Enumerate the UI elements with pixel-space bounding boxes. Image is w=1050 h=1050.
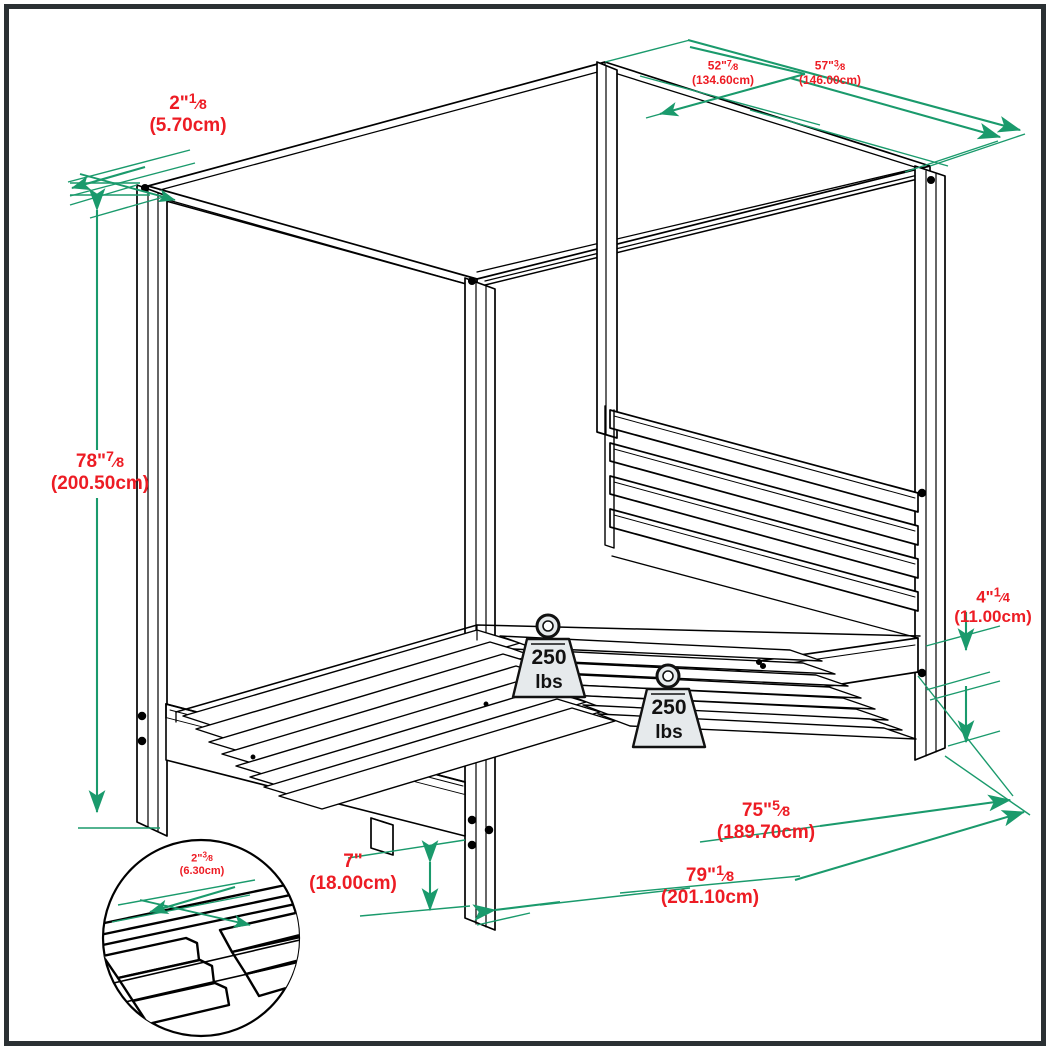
dim-metric: (134.60cm) xyxy=(691,72,755,87)
dim-metric: (6.30cm) xyxy=(179,865,225,878)
weight-left-icon: 250 lbs xyxy=(511,613,587,699)
dimension-label-canopy-depth-inner: 52"7⁄8 (134.60cm) xyxy=(668,58,778,87)
dimension-label-rail-height: 4"1⁄4 (11.00cm) xyxy=(938,586,1048,627)
dim-fraction-numerator: 1 xyxy=(993,586,1001,600)
dimension-label-overall-height: 78"7⁄8 (200.50cm) xyxy=(10,448,190,496)
dim-metric: (5.70cm) xyxy=(149,115,227,137)
dim-imperial: 7" xyxy=(343,851,363,872)
dim-fraction-numerator: 3 xyxy=(833,58,839,68)
dim-metric: (18.00cm) xyxy=(309,873,397,895)
dim-imperial: 57" xyxy=(814,58,834,73)
dim-fraction-numerator: 1 xyxy=(716,862,724,878)
dimension-label-slat-detail-width: 2"3⁄8 (6.30cm) xyxy=(152,851,252,878)
dim-fraction-denominator: 8 xyxy=(726,867,735,884)
dim-metric: (200.50cm) xyxy=(50,473,150,495)
dim-imperial: 52" xyxy=(707,58,727,73)
weight-right-value: 250 xyxy=(651,696,686,719)
weight-left-unit: lbs xyxy=(535,672,562,693)
dim-metric: (146.00cm) xyxy=(798,72,862,87)
dim-fraction-denominator: 8 xyxy=(208,854,213,864)
dim-imperial: 75" xyxy=(741,799,773,821)
dim-metric: (189.70cm) xyxy=(716,822,816,844)
dimension-label-bed-length-inner: 75"5⁄8 (189.70cm) xyxy=(666,797,866,845)
weight-right-unit: lbs xyxy=(655,722,682,743)
dim-imperial: 2" xyxy=(191,852,203,865)
dim-fraction-denominator: 4 xyxy=(1002,591,1010,606)
dim-fraction-numerator: 1 xyxy=(188,90,197,106)
dim-metric: (11.00cm) xyxy=(954,607,1032,627)
weight-right-icon: 250 lbs xyxy=(631,663,707,749)
dim-imperial: 79" xyxy=(685,864,717,886)
dim-fraction-denominator: 8 xyxy=(198,95,207,112)
slat-detail-circle-graphic xyxy=(101,838,301,1038)
dimension-label-bed-length-outer: 79"1⁄8 (201.10cm) xyxy=(610,862,810,910)
dim-fraction-numerator: 7 xyxy=(726,58,732,68)
dim-fraction-numerator: 3 xyxy=(202,851,207,860)
dim-fraction-denominator: 8 xyxy=(733,61,739,72)
dim-imperial: 4" xyxy=(976,587,994,607)
dim-metric: (201.10cm) xyxy=(660,887,760,909)
dim-imperial: 78" xyxy=(75,450,107,472)
dim-fraction-denominator: 8 xyxy=(116,453,125,470)
weight-left-value: 250 xyxy=(531,646,566,669)
dim-fraction-numerator: 5 xyxy=(772,797,780,813)
dimension-label-canopy-depth-outer: 57"3⁄8 (146.00cm) xyxy=(770,58,890,87)
dim-fraction-denominator: 8 xyxy=(840,61,846,72)
dimension-label-clearance-height: 7" (18.00cm) xyxy=(288,851,418,896)
dimension-label-post-width: 2"1⁄8 (5.70cm) xyxy=(108,90,268,138)
dim-fraction-denominator: 8 xyxy=(782,802,791,819)
dim-fraction-numerator: 7 xyxy=(106,448,114,464)
dim-imperial: 2" xyxy=(169,92,189,114)
